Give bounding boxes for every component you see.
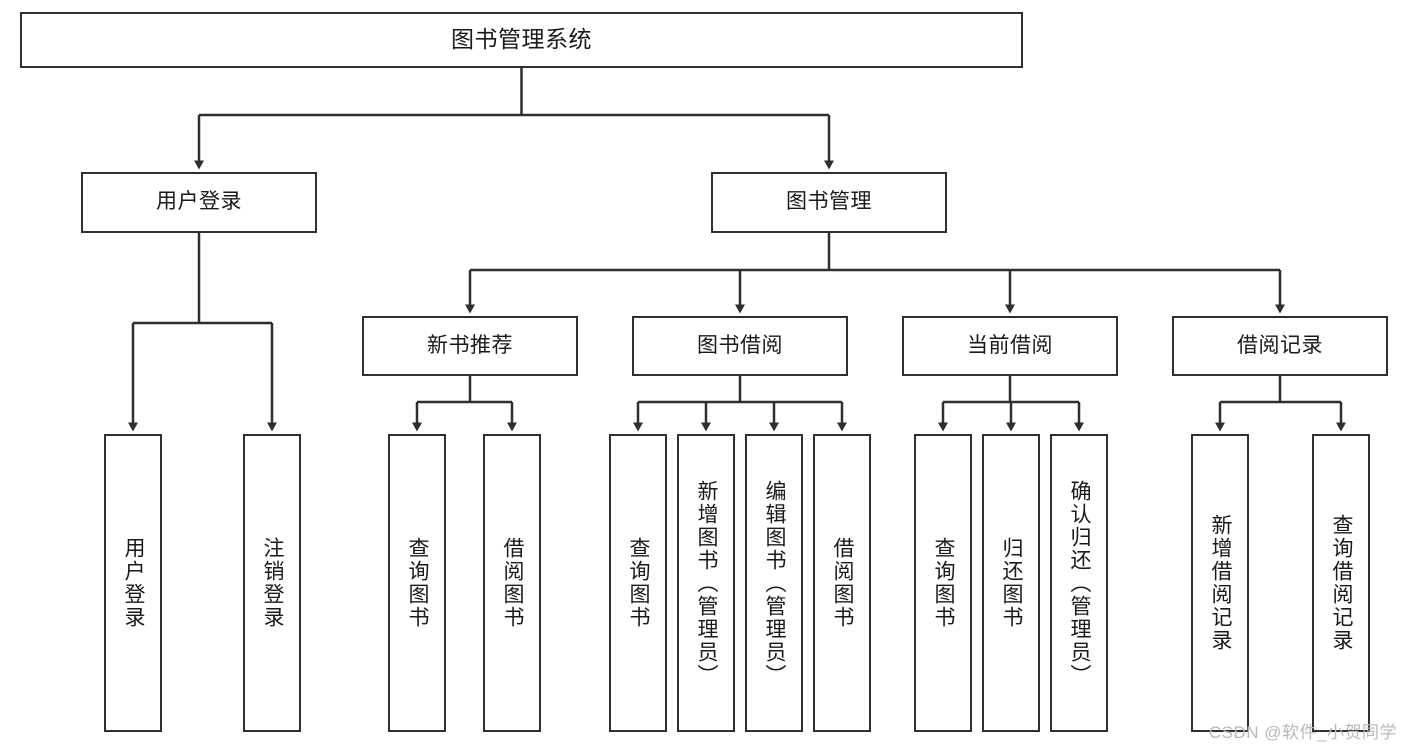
node-leaf-9[interactable]: 查询图书 xyxy=(914,434,972,732)
node-leaf-1[interactable]: 用户登录 xyxy=(104,434,162,732)
node-label: 确认归还（管理员） xyxy=(1068,479,1092,687)
csdn-watermark: CSDN @软件_小贺同学 xyxy=(1208,723,1397,742)
node-leaf-8[interactable]: 借阅图书 xyxy=(813,434,871,732)
node-login[interactable]: 用户登录 xyxy=(81,172,317,233)
node-leaf-13[interactable]: 查询借阅记录 xyxy=(1312,434,1370,732)
node-label: 用户登录 xyxy=(156,190,242,214)
node-leaf-4[interactable]: 借阅图书 xyxy=(483,434,541,732)
node-label: 借阅记录 xyxy=(1237,333,1323,357)
node-leaf-11[interactable]: 确认归还（管理员） xyxy=(1050,434,1108,732)
node-newbook[interactable]: 新书推荐 xyxy=(362,316,578,376)
node-label: 用户登录 xyxy=(122,537,146,629)
node-label: 注销登录 xyxy=(261,537,285,629)
node-leaf-3[interactable]: 查询图书 xyxy=(388,434,446,732)
node-borrow[interactable]: 图书借阅 xyxy=(632,316,848,376)
node-leaf-2[interactable]: 注销登录 xyxy=(243,434,301,732)
node-label: 图书管理 xyxy=(786,190,872,214)
node-label: 当前借阅 xyxy=(967,333,1053,357)
node-leaf-7[interactable]: 编辑图书（管理员） xyxy=(745,434,803,732)
node-bookmgmt[interactable]: 图书管理 xyxy=(711,172,947,233)
node-label: 图书管理系统 xyxy=(451,26,592,53)
node-label: 编辑图书（管理员） xyxy=(763,479,787,687)
node-label: 借阅图书 xyxy=(501,537,525,629)
node-record[interactable]: 借阅记录 xyxy=(1172,316,1388,376)
node-current[interactable]: 当前借阅 xyxy=(902,316,1118,376)
node-leaf-5[interactable]: 查询图书 xyxy=(609,434,667,732)
node-label: 借阅图书 xyxy=(831,537,855,629)
node-leaf-12[interactable]: 新增借阅记录 xyxy=(1191,434,1249,732)
node-label: 查询图书 xyxy=(627,537,651,629)
node-label: 归还图书 xyxy=(1000,537,1024,629)
node-label: 新增借阅记录 xyxy=(1209,514,1233,652)
node-root[interactable]: 图书管理系统 xyxy=(20,12,1023,68)
node-label: 查询图书 xyxy=(932,537,956,629)
node-leaf-6[interactable]: 新增图书（管理员） xyxy=(677,434,735,732)
node-label: 新书推荐 xyxy=(427,333,513,357)
node-label: 查询图书 xyxy=(406,537,430,629)
node-leaf-10[interactable]: 归还图书 xyxy=(982,434,1040,732)
node-label: 图书借阅 xyxy=(697,333,783,357)
node-label: 新增图书（管理员） xyxy=(695,479,719,687)
node-label: 查询借阅记录 xyxy=(1330,514,1354,652)
